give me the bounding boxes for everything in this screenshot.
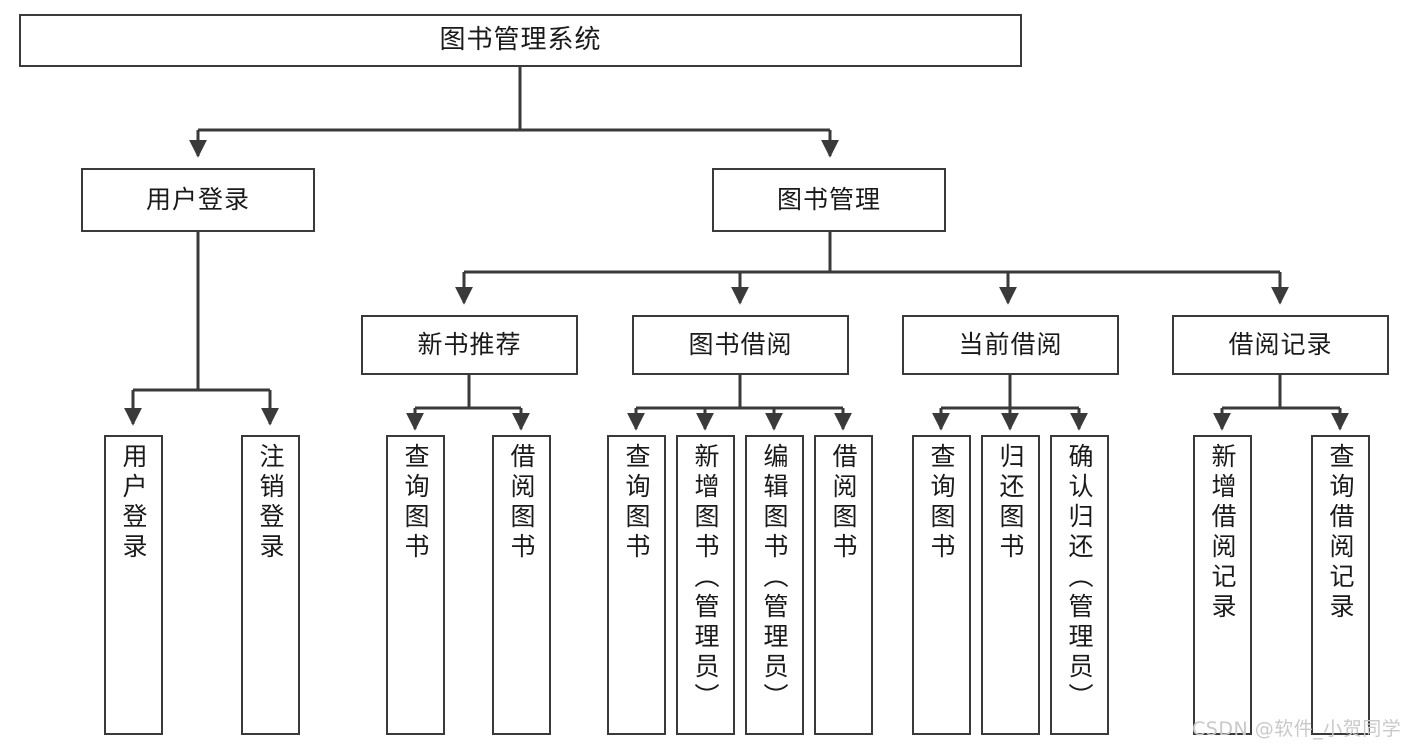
node-label: 查询借阅记录 [1326,443,1355,623]
node-label: 借阅图书 [507,443,536,563]
node-leaf-return-book[interactable]: 归还图书 [981,435,1040,735]
node-leaf-query-book-newbook[interactable]: 查询图书 [386,435,445,735]
node-borrow-record[interactable]: 借阅记录 [1172,315,1389,375]
node-root-system[interactable]: 图书管理系统 [19,14,1022,67]
node-book-management[interactable]: 图书管理 [712,168,946,232]
node-leaf-user-login[interactable]: 用户登录 [104,435,163,735]
node-label: 当前借阅 [958,329,1063,359]
node-label: 借阅图书 [829,443,858,563]
node-label: 确认归还（管理员） [1065,443,1094,713]
node-label: 用户登录 [145,184,250,214]
node-leaf-add-book-admin[interactable]: 新增图书（管理员） [676,435,735,735]
node-label: 用户登录 [119,443,148,563]
node-label: 图书管理系统 [439,24,602,55]
node-label: 查询图书 [622,443,651,563]
node-leaf-add-borrow-record[interactable]: 新增借阅记录 [1193,435,1252,735]
node-label: 新增借阅记录 [1208,443,1237,623]
node-book-borrow[interactable]: 图书借阅 [632,315,849,375]
node-current-borrow[interactable]: 当前借阅 [902,315,1119,375]
node-leaf-query-book-borrow[interactable]: 查询图书 [607,435,666,735]
node-new-book-recommend[interactable]: 新书推荐 [361,315,578,375]
node-label: 新增图书（管理员） [691,443,720,713]
node-label: 图书借阅 [688,329,793,359]
node-leaf-confirm-return-admin[interactable]: 确认归还（管理员） [1050,435,1109,735]
node-label: 注销登录 [256,443,285,563]
node-label: 查询图书 [927,443,956,563]
node-label: 借阅记录 [1228,329,1333,359]
node-label: 编辑图书（管理员） [760,443,789,713]
node-leaf-query-borrow-record[interactable]: 查询借阅记录 [1311,435,1370,735]
node-leaf-edit-book-admin[interactable]: 编辑图书（管理员） [745,435,804,735]
node-label: 新书推荐 [417,329,522,359]
node-label: 归还图书 [996,443,1025,563]
node-user-login[interactable]: 用户登录 [81,168,315,232]
node-label: 查询图书 [401,443,430,563]
node-leaf-query-book-current[interactable]: 查询图书 [912,435,971,735]
watermark-text: CSDN @软件_小贺同学 [1192,718,1402,740]
node-leaf-borrow-book-newbook[interactable]: 借阅图书 [492,435,551,735]
node-label: 图书管理 [776,184,881,214]
node-leaf-borrow-book[interactable]: 借阅图书 [814,435,873,735]
node-leaf-logout[interactable]: 注销登录 [241,435,300,735]
